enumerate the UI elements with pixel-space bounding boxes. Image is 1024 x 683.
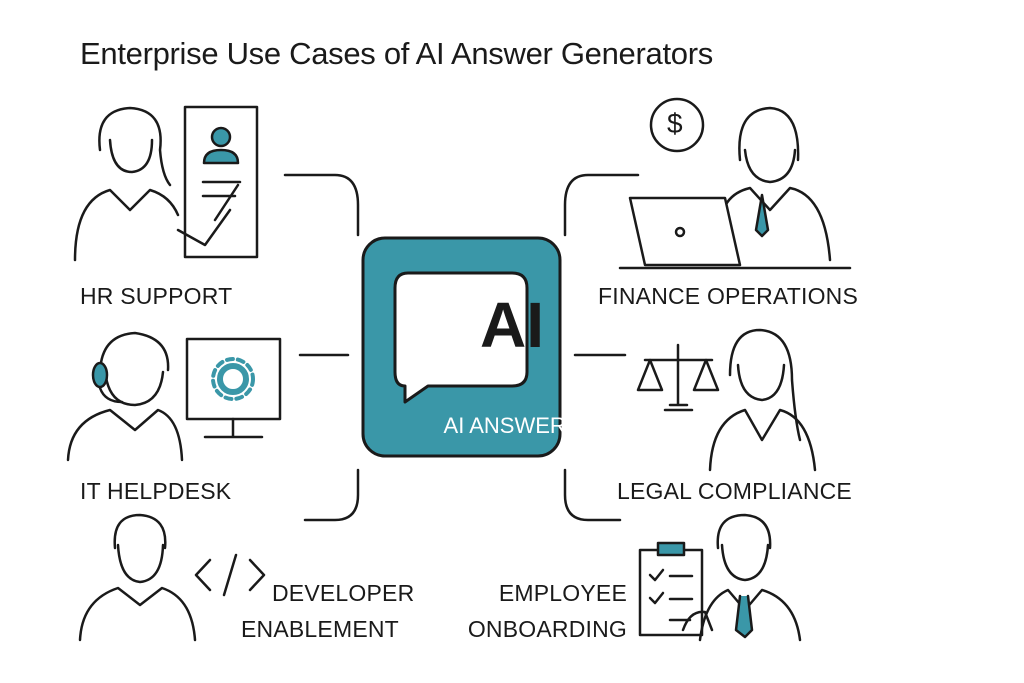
legal-compliance-illustration [636,328,817,472]
onboarding-label-line2: ONBOARDING [467,616,627,642]
it-helpdesk-illustration [66,331,282,462]
legal-compliance-label: LEGAL COMPLIANCE [617,478,852,504]
hr-support-illustration [73,105,259,262]
ai-answers-hub [361,236,562,458]
connector-lines [283,173,640,522]
finance-operations-label: FINANCE OPERATIONS [598,283,859,309]
onboarding-label-line1: EMPLOYEE [498,580,627,606]
developer-label-line1: DEVELOPER [272,580,415,606]
developer-label-line2: ENABLEMENT [241,616,399,642]
ai-badge-text: AI [480,289,544,361]
it-helpdesk-label: IT HELPDESK [80,478,232,504]
dollar-icon: $ [667,108,683,139]
ai-answers-label: AI ANSWERS [443,413,581,438]
page-title: Enterprise Use Cases of AI Answer Genera… [80,36,713,71]
hr-support-label: HR SUPPORT [80,283,233,309]
developer-enablement-illustration [78,513,266,642]
finance-operations-illustration [618,97,852,270]
employee-onboarding-illustration [638,513,802,642]
